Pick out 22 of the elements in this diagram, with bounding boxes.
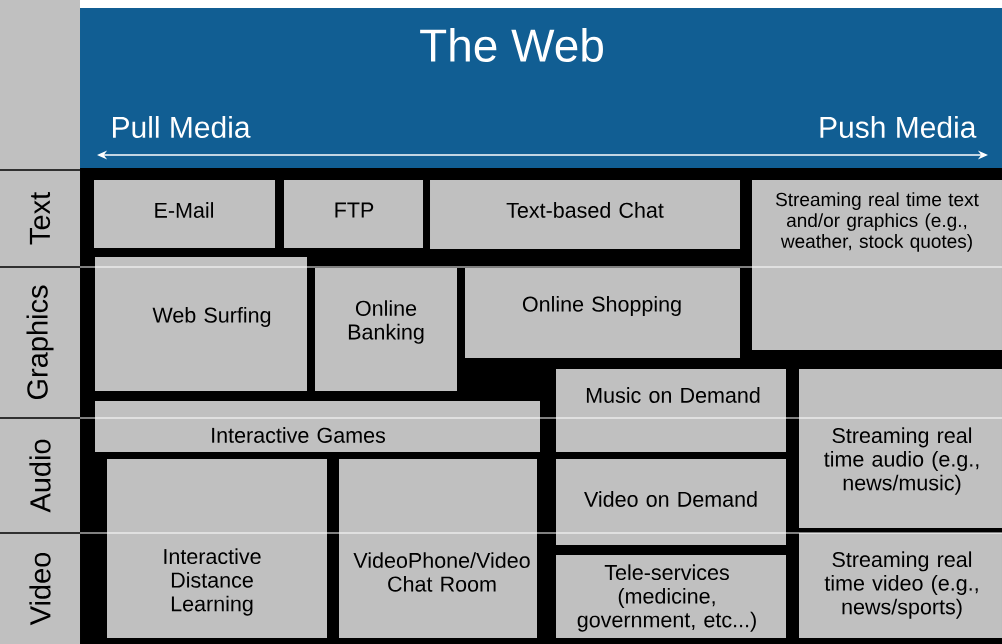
service-box: E-Mail bbox=[94, 180, 275, 248]
service-box: Music on Demand bbox=[556, 369, 786, 452]
service-box: Streaming real time text and/or graphics (e.g., weather, stock quotes) bbox=[752, 180, 1002, 350]
service-box: Online Banking bbox=[315, 268, 457, 391]
media-label: Pull Media bbox=[113, 116, 251, 138]
service-box: Tele-services (medicine, government, etc...) bbox=[556, 555, 786, 638]
title: The Web bbox=[420, 28, 603, 62]
service-box: Video on Demand bbox=[556, 459, 786, 545]
service-box: Online Shopping bbox=[465, 268, 740, 358]
service-box: VideoPhone/Video Chat Room bbox=[339, 459, 537, 638]
service-box: FTP bbox=[284, 180, 423, 248]
row-label: Graphics bbox=[26, 285, 54, 400]
service-box: Interactive Distance Learning bbox=[107, 459, 327, 638]
row-label: Text bbox=[29, 192, 51, 245]
service-box: Streaming real time video (e.g., news/sports) bbox=[799, 533, 1002, 638]
media-label: Push Media bbox=[820, 116, 977, 138]
row-label: Video bbox=[29, 552, 51, 626]
row-label: Audio bbox=[29, 439, 51, 513]
service-box: Text-based Chat bbox=[430, 180, 740, 249]
service-box: Streaming real time audio (e.g., news/music) bbox=[799, 369, 1002, 528]
service-box: Web Surfing bbox=[95, 257, 307, 391]
service-box: Interactive Games bbox=[95, 401, 540, 452]
